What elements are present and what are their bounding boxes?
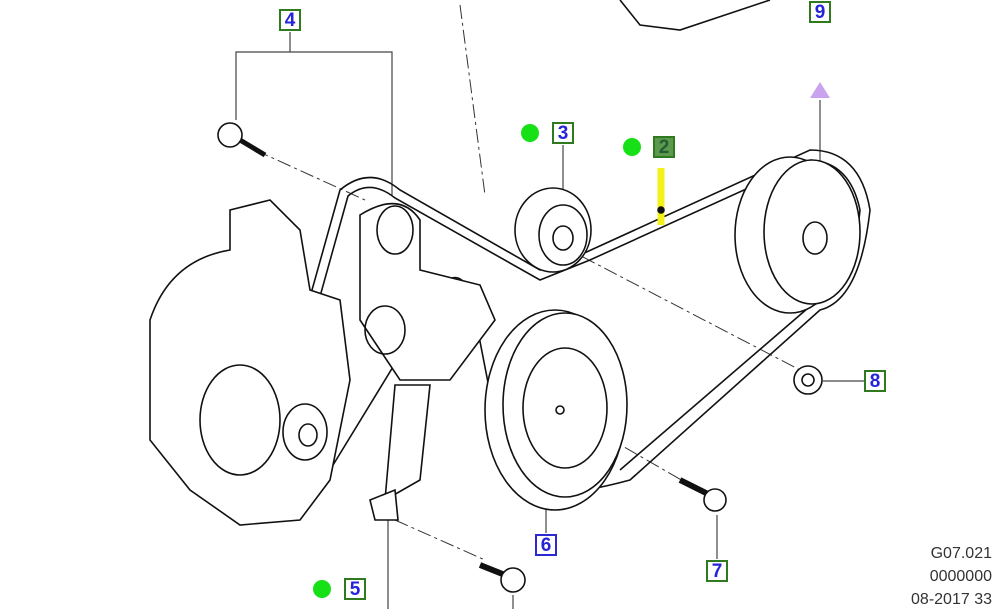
- callout-7[interactable]: 7: [706, 560, 728, 582]
- bolt-7: [678, 477, 727, 512]
- alternator: [149, 199, 351, 526]
- drawing-reference: G07.021 0000000 08-2017 33: [896, 542, 992, 611]
- callout-3[interactable]: 3: [552, 122, 574, 144]
- reference-date: 08-2017 33: [911, 591, 992, 608]
- reference-code: G07.021: [930, 545, 992, 562]
- water-pump-pulley: [734, 156, 861, 314]
- callout-5[interactable]: 5: [344, 578, 366, 600]
- leader-point: [657, 206, 665, 214]
- status-dot-3: [521, 124, 539, 142]
- callout-9[interactable]: 9: [809, 1, 831, 23]
- belt-tensioner: [359, 202, 496, 521]
- callout-2[interactable]: 2: [653, 136, 675, 158]
- nut-8: [793, 365, 823, 395]
- bolt-5: [478, 562, 526, 593]
- status-dot-5: [313, 580, 331, 598]
- idler-pulley: [514, 187, 592, 273]
- up-arrow-icon[interactable]: [810, 82, 830, 98]
- reference-number: 0000000: [929, 568, 992, 585]
- callout-4[interactable]: 4: [279, 9, 301, 31]
- part-9-housing: [619, 0, 771, 31]
- crankshaft-pulley: [484, 309, 628, 511]
- callout-6[interactable]: 6: [535, 534, 557, 556]
- status-dot-2: [623, 138, 641, 156]
- bolt-4: [217, 122, 267, 158]
- callout-8[interactable]: 8: [864, 370, 886, 392]
